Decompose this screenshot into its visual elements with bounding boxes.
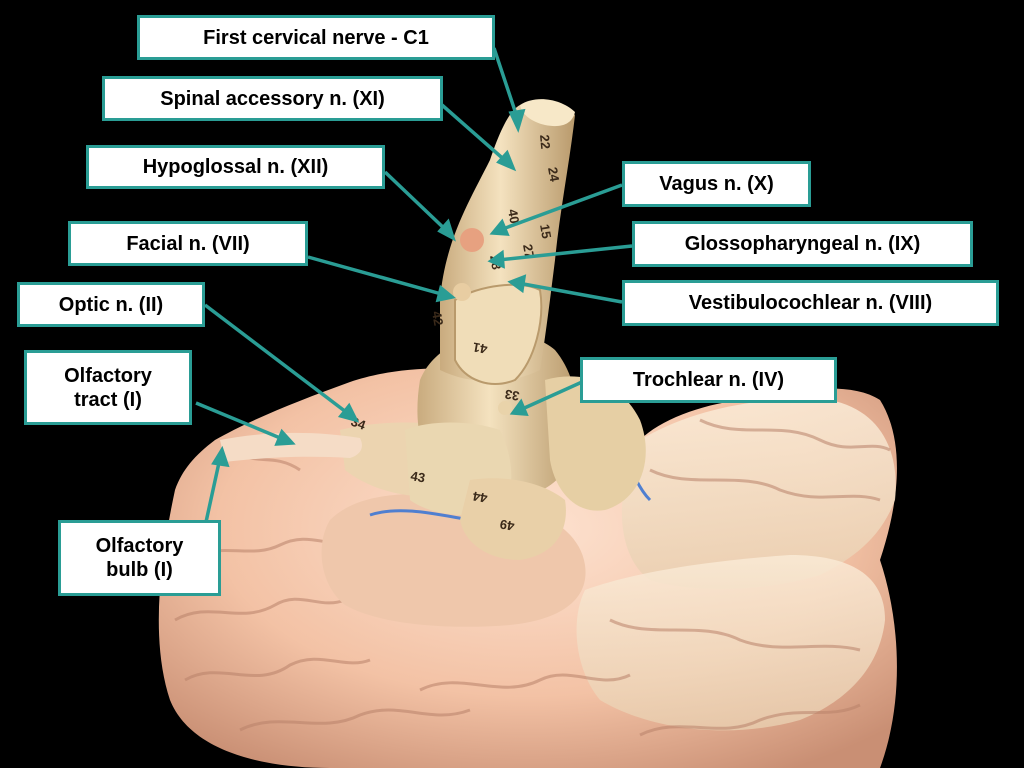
label-text-line1: Olfactory: [95, 535, 184, 557]
arrowhead: [489, 218, 510, 236]
label-olfactory-bulb: Olfactory bulb (I): [58, 520, 221, 596]
label-hypoglossal-nerve: Hypoglossal n. (XII): [86, 145, 385, 189]
model-number: 15: [537, 223, 554, 240]
label-text-line2: bulb (I): [106, 559, 173, 581]
label-spinal-accessory-nerve: Spinal accessory n. (XI): [102, 76, 443, 121]
arrowhead: [274, 428, 296, 446]
leader-line-trochlear: [519, 380, 583, 412]
label-first-cervical-nerve: First cervical nerve - C1: [137, 15, 495, 60]
arrowhead: [507, 274, 527, 294]
label-text: Spinal accessory n. (XI): [160, 87, 385, 110]
leader-line-facial: [307, 255, 446, 297]
leader-line-olfactory-tract: [195, 401, 286, 442]
leader-line-vestibulocochlear: [517, 281, 623, 304]
olfactory-tract-structure: [220, 432, 362, 462]
arrowhead: [211, 445, 230, 468]
arrowhead: [437, 218, 456, 242]
label-glossopharyngeal-nerve: Glossopharyngeal n. (IX): [632, 221, 973, 267]
label-text: Optic n. (II): [58, 293, 164, 316]
arrowhead: [508, 108, 526, 133]
label-text: Vestibulocochlear n. (VIII): [688, 292, 933, 314]
model-number: 42: [429, 310, 446, 327]
model-number: 24: [545, 166, 562, 184]
label-text: Glossopharyngeal n. (IX): [684, 233, 921, 255]
arrowhead: [509, 398, 529, 416]
right-hemisphere-cut-surface: [621, 399, 896, 590]
model-number: 22: [537, 134, 553, 150]
model-number: 44: [471, 488, 489, 505]
leader-line-spinal-accessory: [440, 103, 510, 165]
model-number: 33: [504, 387, 521, 404]
mammillary-region: [460, 478, 566, 560]
label-optic-nerve: Optic n. (II): [17, 282, 205, 327]
arrowhead: [435, 284, 456, 303]
flocculus: [454, 283, 543, 385]
leader-line-optic: [203, 303, 352, 417]
leader-line-first-cervical: [492, 47, 520, 121]
model-number: 41: [472, 340, 489, 357]
cerebral-peduncle: [545, 376, 646, 511]
trochlear-nerve-stub: [498, 401, 512, 415]
label-facial-nerve: Facial n. (VII): [68, 221, 308, 266]
hypoglossal-nerve-stub: [460, 228, 484, 252]
model-number: 40: [505, 208, 522, 225]
label-text-line2: tract (I): [74, 388, 142, 411]
label-text: Trochlear n. (IV): [632, 369, 785, 391]
arrowhead: [337, 402, 360, 423]
spinal-cord-top: [520, 99, 575, 127]
label-text: First cervical nerve - C1: [203, 26, 429, 49]
leader-line-vagus: [499, 183, 623, 232]
lower-right-cut-surface: [576, 555, 885, 731]
model-number: 49: [499, 517, 516, 534]
label-text: Facial n. (VII): [126, 232, 250, 255]
leader-line-hypoglossal: [383, 170, 450, 234]
label-text: Vagus n. (X): [659, 173, 774, 195]
label-vestibulocochlear-nerve: Vestibulocochlear n. (VIII): [622, 280, 999, 326]
facial-nerve-stub: [453, 283, 471, 301]
label-olfactory-tract: Olfactory tract (I): [24, 350, 192, 425]
model-number: 43: [409, 468, 426, 485]
arrowhead: [496, 149, 517, 172]
label-trochlear-nerve: Trochlear n. (IV): [580, 357, 837, 403]
label-vagus-nerve: Vagus n. (X): [622, 161, 811, 207]
arrowhead: [487, 249, 505, 269]
label-text: Hypoglossal n. (XII): [142, 156, 329, 178]
leader-lines: [195, 47, 633, 523]
leader-line-glossopharyngeal: [497, 244, 633, 262]
label-text-line1: Olfactory: [64, 364, 152, 387]
leader-line-olfactory-bulb: [204, 457, 222, 523]
